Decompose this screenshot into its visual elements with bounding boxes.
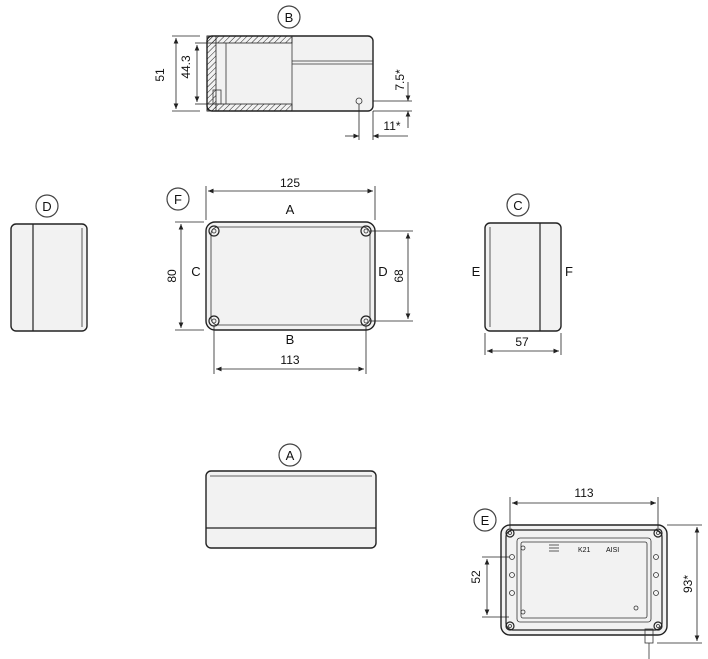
view-c-label: C — [513, 198, 522, 213]
view-e-body — [500, 524, 668, 636]
view-d-body — [10, 223, 88, 332]
view-e-marker — [473, 508, 497, 532]
view-e-mark-k21: K21 — [578, 547, 591, 554]
dim-44-3: 44.3 — [179, 55, 193, 79]
view-b-screw — [212, 89, 222, 105]
view-e-screw-tr — [653, 528, 663, 538]
view-f: F A B C D 125 113 80 68 — [165, 176, 413, 374]
dim-125: 125 — [280, 176, 300, 190]
view-c-side-right: F — [565, 264, 573, 279]
view-b-marker — [277, 5, 301, 29]
view-f-marker — [166, 187, 190, 211]
dim-7-5: 7.5* — [393, 69, 407, 91]
dim-e-52: 52 — [469, 570, 483, 584]
view-c: C E F 57 — [472, 193, 573, 355]
view-b-hatch-top — [206, 35, 293, 44]
view-c-marker — [506, 193, 530, 217]
view-e-screw-tl — [505, 528, 515, 538]
view-b-body — [206, 35, 374, 112]
view-e-screw-bl — [505, 621, 515, 631]
view-b: B 51 44.3 7.5* 11* — [153, 5, 412, 140]
dim-113: 113 — [280, 353, 299, 367]
view-f-side-top: A — [286, 202, 295, 217]
view-a-body — [205, 470, 377, 549]
view-d-label: D — [42, 199, 51, 214]
view-a: A — [205, 443, 377, 549]
dim-57: 57 — [515, 335, 529, 349]
view-e-mark-aisi: AISI — [606, 547, 619, 554]
view-f-label: F — [174, 192, 182, 207]
dim-80: 80 — [165, 269, 179, 283]
view-b-hatch-wall — [206, 35, 217, 112]
view-e-ground-symbol — [549, 544, 559, 552]
view-d: D — [10, 194, 88, 332]
view-f-side-bottom: B — [286, 332, 295, 347]
view-e-screw-br — [653, 621, 663, 631]
view-d-marker — [35, 194, 59, 218]
view-b-hatch-bottom — [206, 103, 293, 112]
view-f-side-left: C — [191, 264, 200, 279]
dim-e-93: 93* — [681, 575, 695, 593]
view-c-body — [484, 222, 562, 332]
view-f-side-right: D — [378, 264, 387, 279]
view-e: E K21 AISI 113 — [469, 486, 702, 659]
view-a-label: A — [286, 448, 295, 463]
view-e-label: E — [481, 513, 490, 528]
view-f-screw-tl — [208, 225, 220, 237]
dim-68: 68 — [392, 269, 406, 283]
view-b-label: B — [285, 10, 294, 25]
dim-e-113: 113 — [574, 486, 593, 500]
view-c-side-left: E — [472, 264, 481, 279]
view-a-marker — [278, 443, 302, 467]
view-f-body — [205, 221, 376, 331]
dim-11: 11* — [383, 119, 400, 133]
dim-51: 51 — [153, 68, 167, 82]
